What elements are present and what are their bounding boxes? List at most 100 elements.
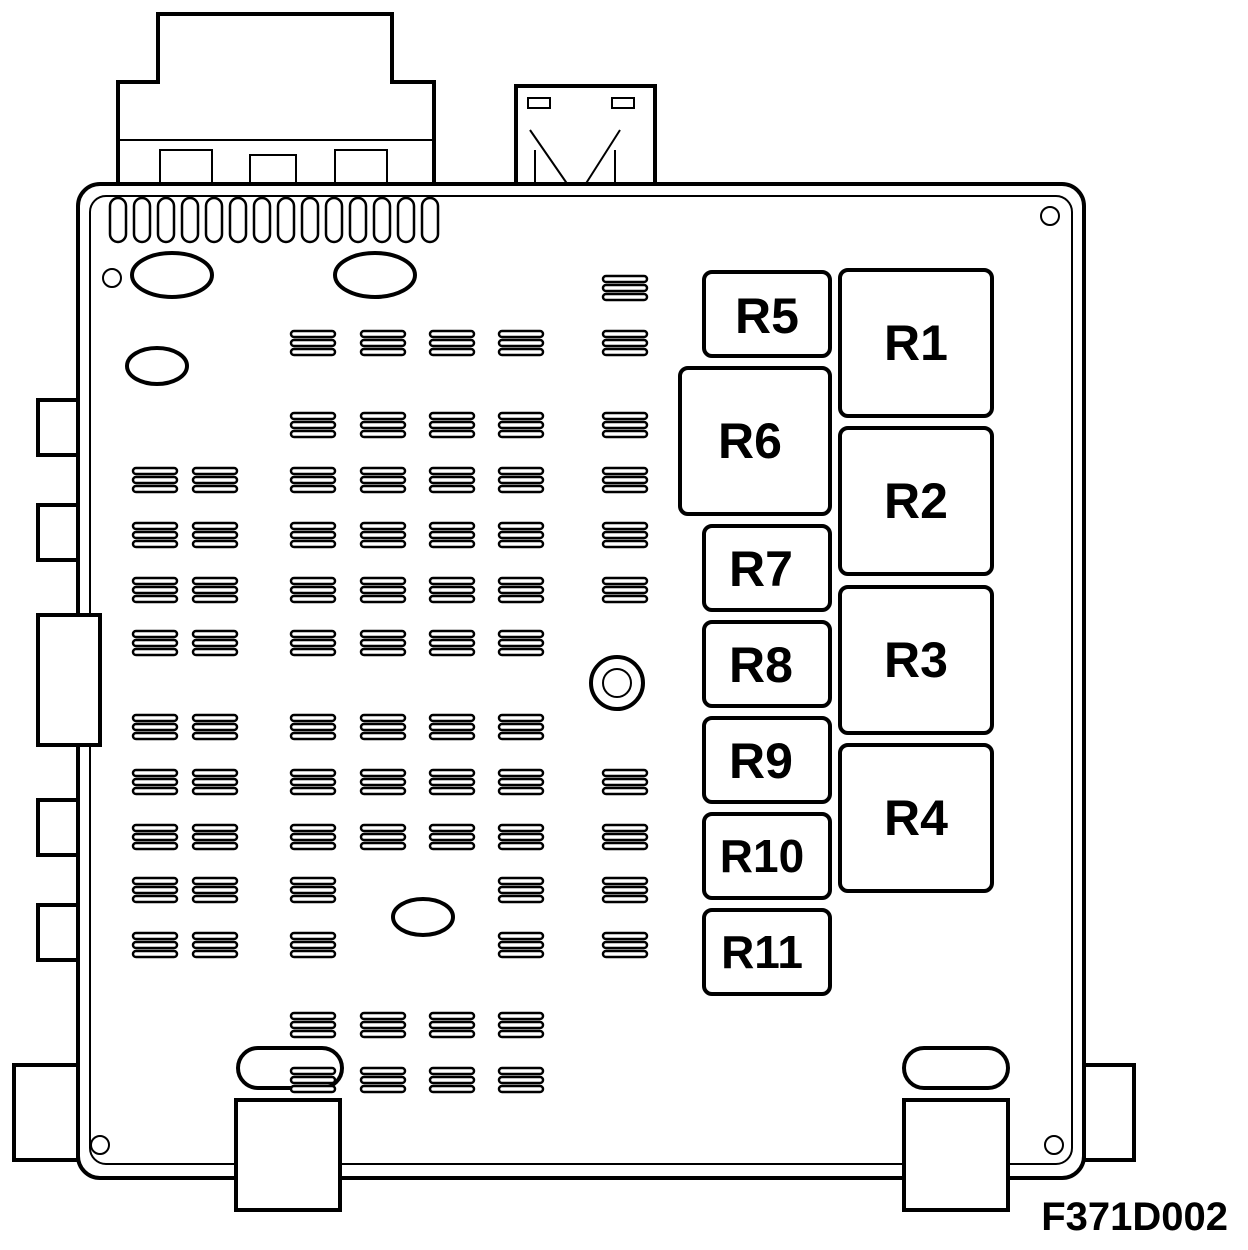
- relay-R1: R1: [838, 268, 994, 418]
- fuse-slot: [359, 768, 407, 796]
- top-bracket: [514, 84, 657, 194]
- fuse-slot: [191, 768, 239, 796]
- relay-label-R8: R8: [729, 637, 793, 693]
- relay-label-R2: R2: [884, 473, 948, 529]
- fuse-slot: [428, 466, 476, 494]
- fuse-slot: [601, 329, 649, 357]
- relay-label-R11: R11: [721, 926, 803, 978]
- fuse-slot: [289, 521, 337, 549]
- connector-pin: [420, 196, 440, 244]
- fuse-slot: [428, 411, 476, 439]
- relay-label-R7: R7: [729, 541, 793, 597]
- fuse-slot: [289, 1066, 337, 1094]
- fuse-slot: [359, 1011, 407, 1039]
- connector-pin: [276, 196, 296, 244]
- fuse-slot: [601, 931, 649, 959]
- fuse-slot: [131, 576, 179, 604]
- fuse-slot: [497, 576, 545, 604]
- fuse-slot: [601, 411, 649, 439]
- connector-pin: [180, 196, 200, 244]
- fuse-slot: [131, 876, 179, 904]
- fuse-slot: [131, 823, 179, 851]
- connector-pin: [108, 196, 128, 244]
- fuse-slot: [289, 876, 337, 904]
- fuse-slot: [359, 1066, 407, 1094]
- fuse-slot: [289, 1011, 337, 1039]
- fuse-slot: [497, 1066, 545, 1094]
- relay-label-R9: R9: [729, 733, 793, 789]
- fuse-slot: [601, 576, 649, 604]
- fuse-slot: [191, 576, 239, 604]
- fuse-slot: [191, 466, 239, 494]
- connector-pin: [348, 196, 368, 244]
- top-connector: [116, 12, 436, 193]
- relay-label-R10: R10: [720, 830, 804, 882]
- fuse-slot: [191, 521, 239, 549]
- fuse-slot: [289, 931, 337, 959]
- fuse-slot: [359, 521, 407, 549]
- relay-R4: R4: [838, 743, 994, 893]
- fuse-slot: [601, 521, 649, 549]
- drawing-code: F371D002: [1041, 1195, 1228, 1239]
- fuse-slot: [601, 466, 649, 494]
- relay-R3: R3: [838, 585, 994, 735]
- connector-pin: [204, 196, 224, 244]
- fuse-slot: [289, 466, 337, 494]
- fuse-slot: [428, 823, 476, 851]
- fuse-slot: [131, 768, 179, 796]
- fuse-slot: [497, 521, 545, 549]
- fuse-slot: [359, 576, 407, 604]
- fuse-slots: [108, 196, 649, 1094]
- fuse-slot: [601, 823, 649, 851]
- fuse-slot: [497, 931, 545, 959]
- fuse-slot: [428, 768, 476, 796]
- fuse-slot: [601, 876, 649, 904]
- fuse-slot: [289, 713, 337, 741]
- fuse-slot: [131, 466, 179, 494]
- fuse-slot: [497, 466, 545, 494]
- relay-label-R1: R1: [884, 315, 948, 371]
- relay-label-R6: R6: [718, 413, 782, 469]
- relay-R5: R5: [702, 270, 832, 358]
- fuse-slot: [497, 411, 545, 439]
- relay-R11: R11: [702, 908, 832, 996]
- fuse-slot: [359, 466, 407, 494]
- bottom-feet: [234, 1046, 1010, 1212]
- fuse-slot: [289, 629, 337, 657]
- fuse-slot: [359, 329, 407, 357]
- fuse-slot: [428, 1066, 476, 1094]
- fuse-slot: [497, 768, 545, 796]
- fuse-slot: [428, 521, 476, 549]
- fuse-slot: [191, 931, 239, 959]
- fuse-slot: [289, 576, 337, 604]
- connector-pin: [228, 196, 248, 244]
- relay-R7: R7: [702, 524, 832, 612]
- fuse-slot: [428, 629, 476, 657]
- fuse-slot: [289, 823, 337, 851]
- relay-label-R3: R3: [884, 632, 948, 688]
- fuse-slot: [497, 1011, 545, 1039]
- fuse-slot: [601, 768, 649, 796]
- fuse-slot: [131, 521, 179, 549]
- fuse-slot: [131, 713, 179, 741]
- fuse-slot: [191, 629, 239, 657]
- fuse-slot: [359, 713, 407, 741]
- fuse-slot: [497, 713, 545, 741]
- fuse-slot: [497, 823, 545, 851]
- fuse-slot: [428, 1011, 476, 1039]
- fuse-slot: [191, 713, 239, 741]
- fuse-slot: [428, 329, 476, 357]
- connector-pin: [156, 196, 176, 244]
- fuse-slot: [497, 876, 545, 904]
- fuse-slot: [359, 629, 407, 657]
- relay-R2: R2: [838, 426, 994, 576]
- relay-R10: R10: [702, 812, 832, 900]
- fuse-slot: [289, 768, 337, 796]
- connector-pin: [396, 196, 416, 244]
- relay-R6: R6: [678, 366, 832, 516]
- fuse-slot: [289, 411, 337, 439]
- fuse-slot: [131, 629, 179, 657]
- fuse-slot: [289, 329, 337, 357]
- relay-label-R5: R5: [735, 288, 799, 344]
